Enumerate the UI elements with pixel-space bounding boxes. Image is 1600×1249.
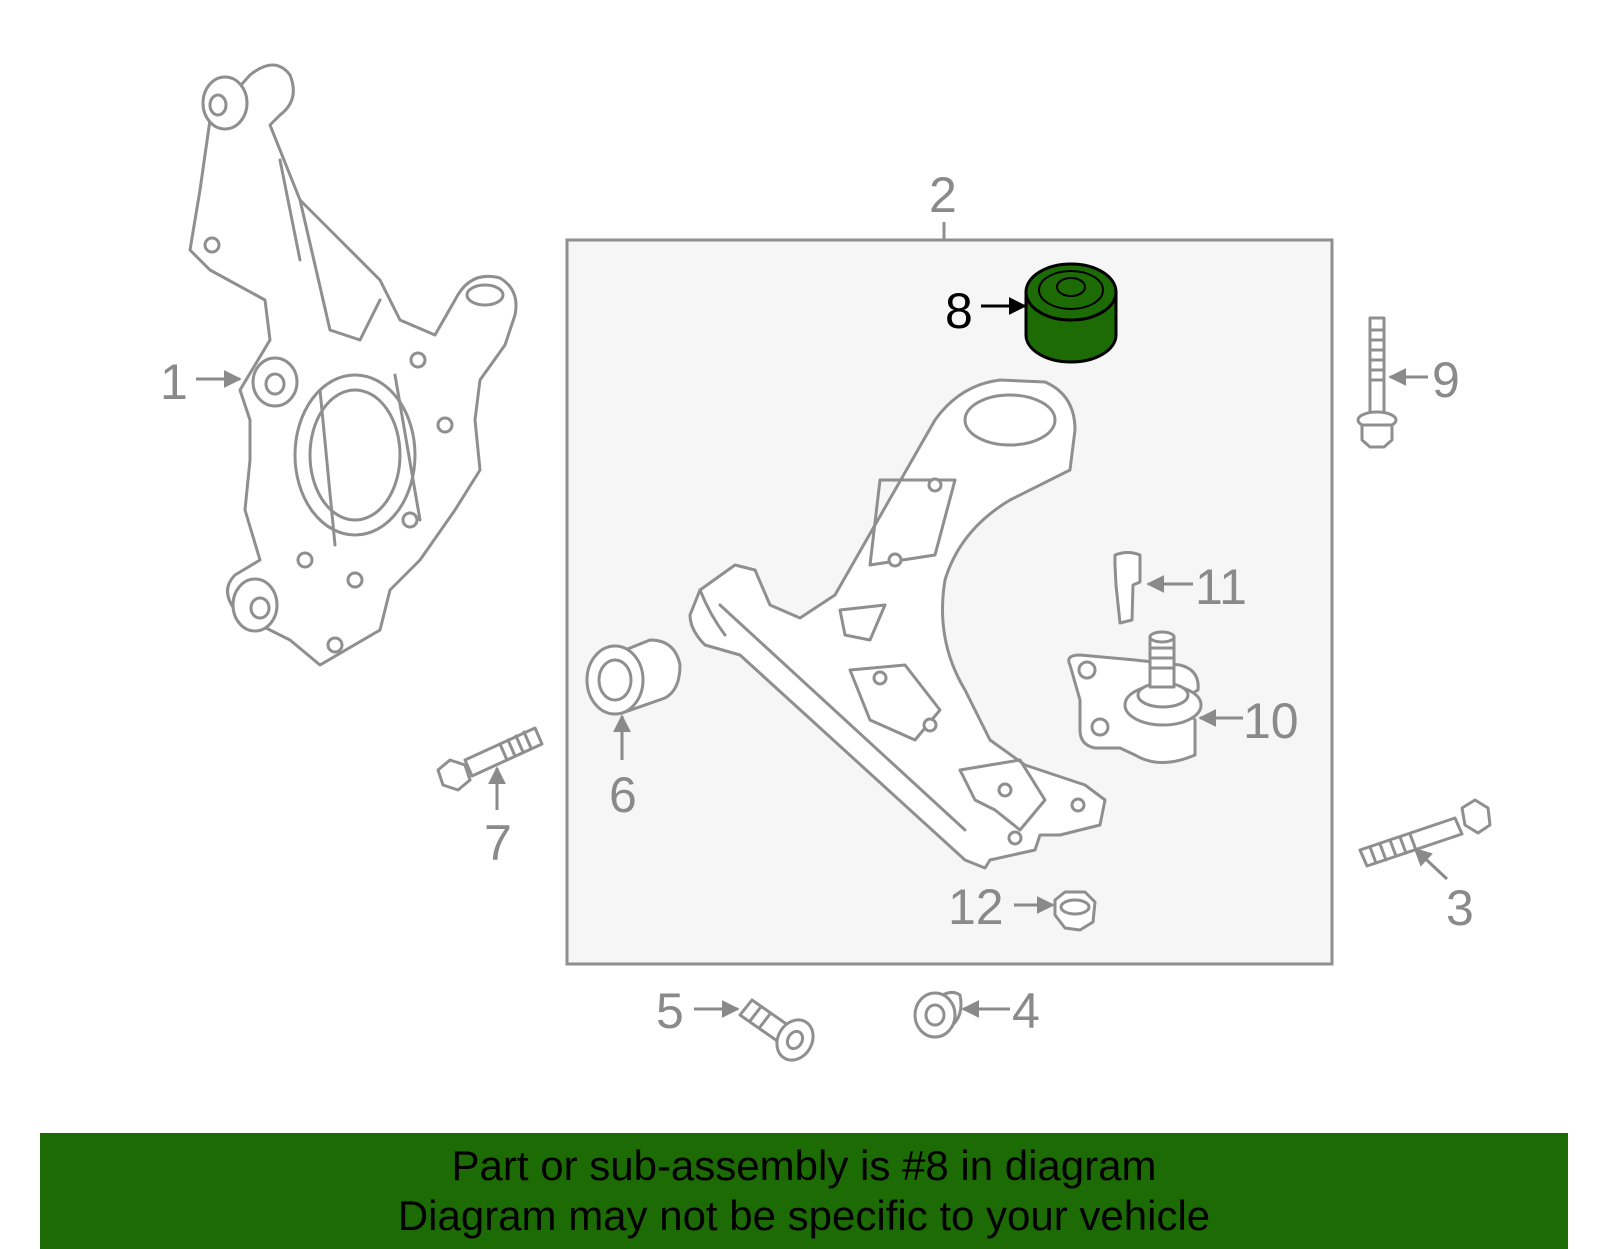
- bolt-9: [1356, 316, 1398, 449]
- front-bushing: [585, 638, 682, 716]
- nut-12: [1053, 890, 1097, 932]
- callout-5[interactable]: 5: [656, 983, 684, 1039]
- banner-line-disclaimer: Diagram may not be specific to your vehi…: [397, 1192, 1211, 1239]
- callout-1[interactable]: 1: [160, 354, 188, 410]
- callout-4[interactable]: 4: [1012, 983, 1040, 1039]
- callout-10[interactable]: 10: [1243, 693, 1299, 749]
- ball-joint: [1067, 630, 1203, 764]
- callout-6[interactable]: 6: [609, 767, 637, 823]
- stud-11: [1113, 551, 1142, 625]
- bolt-7: [436, 726, 544, 792]
- callout-2[interactable]: 2: [929, 167, 957, 223]
- lower-control-arm: [688, 378, 1107, 870]
- bushing-highlighted[interactable]: [1024, 262, 1118, 364]
- info-banner: Part or sub-assembly is #8 in diagram Di…: [40, 1133, 1568, 1249]
- steering-knuckle: [188, 63, 518, 667]
- nut-4: [913, 990, 963, 1039]
- callout-7[interactable]: 7: [484, 815, 512, 871]
- callout-3[interactable]: 3: [1446, 880, 1474, 936]
- bolt-5: [738, 998, 815, 1062]
- callout-12[interactable]: 12: [948, 879, 1004, 935]
- callout-8[interactable]: 8: [945, 283, 973, 339]
- callout-arrows: [196, 297, 1449, 1018]
- banner-line-part: Part or sub-assembly is #8 in diagram: [451, 1142, 1157, 1189]
- bolt-3: [1358, 798, 1492, 868]
- callout-9[interactable]: 9: [1432, 352, 1460, 408]
- parts-diagram: 1 2 3 4 5 6 7 8 9 10 11 12: [160, 63, 1492, 1062]
- callout-11[interactable]: 11: [1195, 559, 1247, 615]
